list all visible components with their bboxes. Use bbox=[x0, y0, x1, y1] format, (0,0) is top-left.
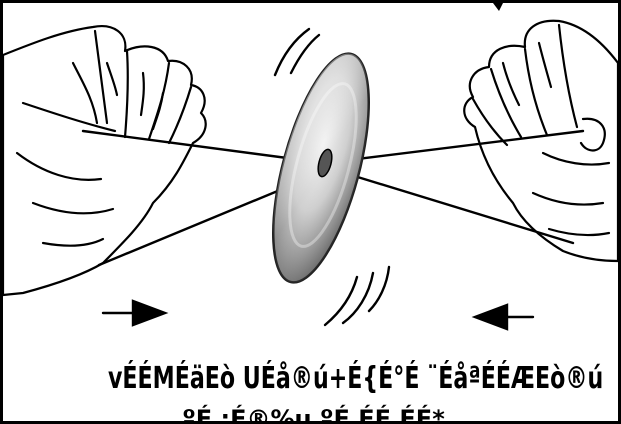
corner-mark-icon bbox=[493, 3, 503, 11]
arrow-left-icon bbox=[475, 305, 533, 329]
caption-line-1: vÉÉMÉäEò UÉå®ú+É{É°É ¨ÉåªÉÉÆEò®ú bbox=[108, 361, 518, 397]
disc bbox=[254, 44, 388, 292]
arrow-right-icon bbox=[103, 301, 165, 325]
left-hand bbox=[3, 26, 206, 295]
caption-line-2: ºÉ ;É®%u ºÉ ÉÉ ÉÉ* bbox=[3, 405, 621, 424]
spinning-disc-illustration bbox=[3, 3, 618, 421]
right-hand bbox=[464, 21, 618, 261]
